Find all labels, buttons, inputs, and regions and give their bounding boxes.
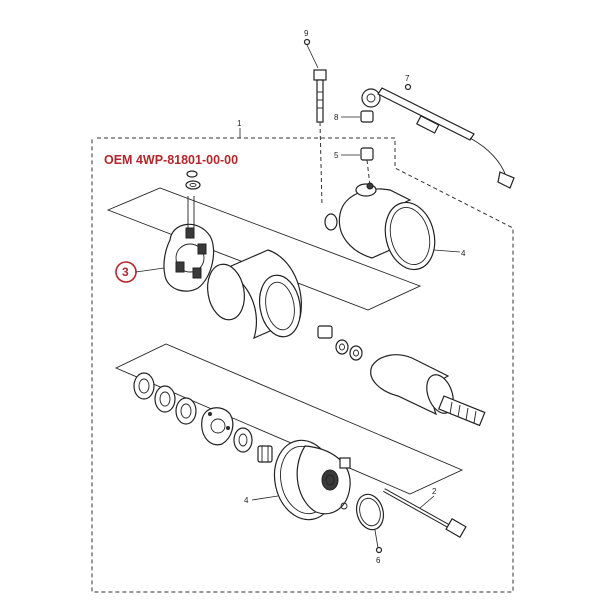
small-plate bbox=[201, 407, 234, 446]
top-nut bbox=[186, 170, 198, 178]
armature bbox=[370, 354, 486, 427]
callout-4a: 4 bbox=[461, 249, 466, 258]
bushing-set-upper bbox=[317, 325, 363, 361]
callout-7: 7 bbox=[405, 74, 410, 83]
callout-9: 9 bbox=[304, 29, 309, 38]
o-ring-4-upper bbox=[384, 201, 436, 271]
callout-1: 1 bbox=[237, 119, 242, 128]
long-bolt-9 bbox=[313, 69, 327, 123]
callout-5: 5 bbox=[334, 151, 339, 160]
callout-3: 3 bbox=[122, 265, 129, 279]
callout-2: 2 bbox=[432, 487, 437, 496]
callout-8: 8 bbox=[334, 113, 339, 122]
rear-cover bbox=[273, 439, 351, 521]
top-washer bbox=[185, 180, 201, 190]
callout-4a-leader bbox=[433, 249, 461, 253]
callout-6: 6 bbox=[376, 556, 381, 565]
nut-8 bbox=[360, 110, 374, 123]
nut-5 bbox=[360, 147, 374, 161]
callout-7-marker bbox=[404, 83, 412, 91]
oem-part-number: OEM 4WP-81801-00-00 bbox=[104, 153, 238, 167]
washer-stack bbox=[133, 372, 197, 425]
callout-9-leader bbox=[306, 44, 319, 69]
yoke-housing bbox=[207, 249, 302, 340]
front-cover bbox=[324, 182, 412, 259]
bolt-9-path bbox=[319, 121, 323, 207]
terminal-path bbox=[366, 159, 371, 187]
assembly-boundary bbox=[91, 137, 514, 593]
bearing bbox=[233, 427, 273, 463]
top-washer-hole bbox=[189, 182, 197, 188]
callout-3-leader bbox=[135, 267, 165, 273]
through-bolt-2 bbox=[383, 488, 467, 539]
callout-6-marker bbox=[375, 546, 383, 554]
callout-2-leader bbox=[419, 495, 435, 509]
callout-6-leader bbox=[374, 529, 379, 549]
callout-9-marker bbox=[303, 38, 311, 46]
lead-wire-7 bbox=[361, 87, 515, 189]
callout-4b-leader bbox=[251, 495, 279, 501]
o-ring-6 bbox=[355, 493, 385, 531]
brush-plate bbox=[163, 196, 215, 292]
callout-4b: 4 bbox=[244, 496, 249, 505]
